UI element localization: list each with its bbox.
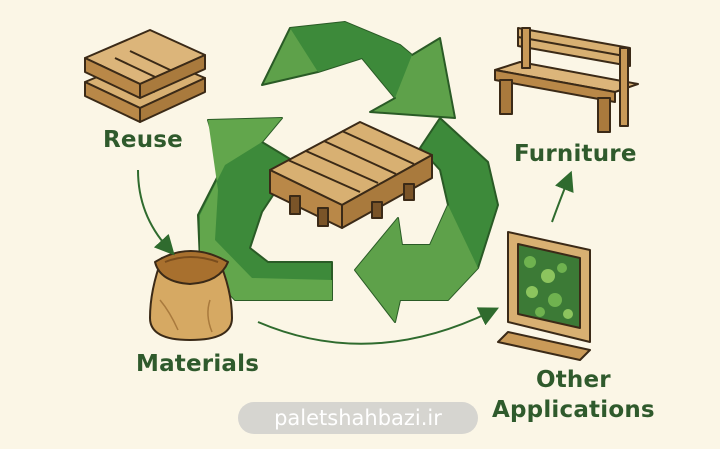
- stacked-pallets-icon: [84, 29, 206, 123]
- watermark: paletshahbazi.ir: [238, 402, 478, 434]
- recycle-arrow-left: [197, 117, 333, 301]
- label-other-line1: Other: [535, 367, 611, 393]
- label-materials: Materials: [136, 351, 260, 377]
- arrow-other-to-furniture: [551, 170, 574, 223]
- label-other-line2: Applications: [492, 397, 655, 423]
- label-furniture: Furniture: [514, 141, 637, 167]
- planter-frame-icon: [497, 231, 591, 361]
- arrow-materials-to-other: [257, 307, 500, 345]
- sack-icon: [149, 250, 233, 341]
- label-reuse: Reuse: [103, 127, 183, 153]
- label-other-applications: Other Applications: [492, 365, 655, 425]
- arrow-reuse-to-materials: [137, 169, 175, 256]
- bench-icon: [494, 27, 639, 133]
- recycle-icon: [197, 21, 499, 323]
- pallet-icon: [269, 121, 433, 229]
